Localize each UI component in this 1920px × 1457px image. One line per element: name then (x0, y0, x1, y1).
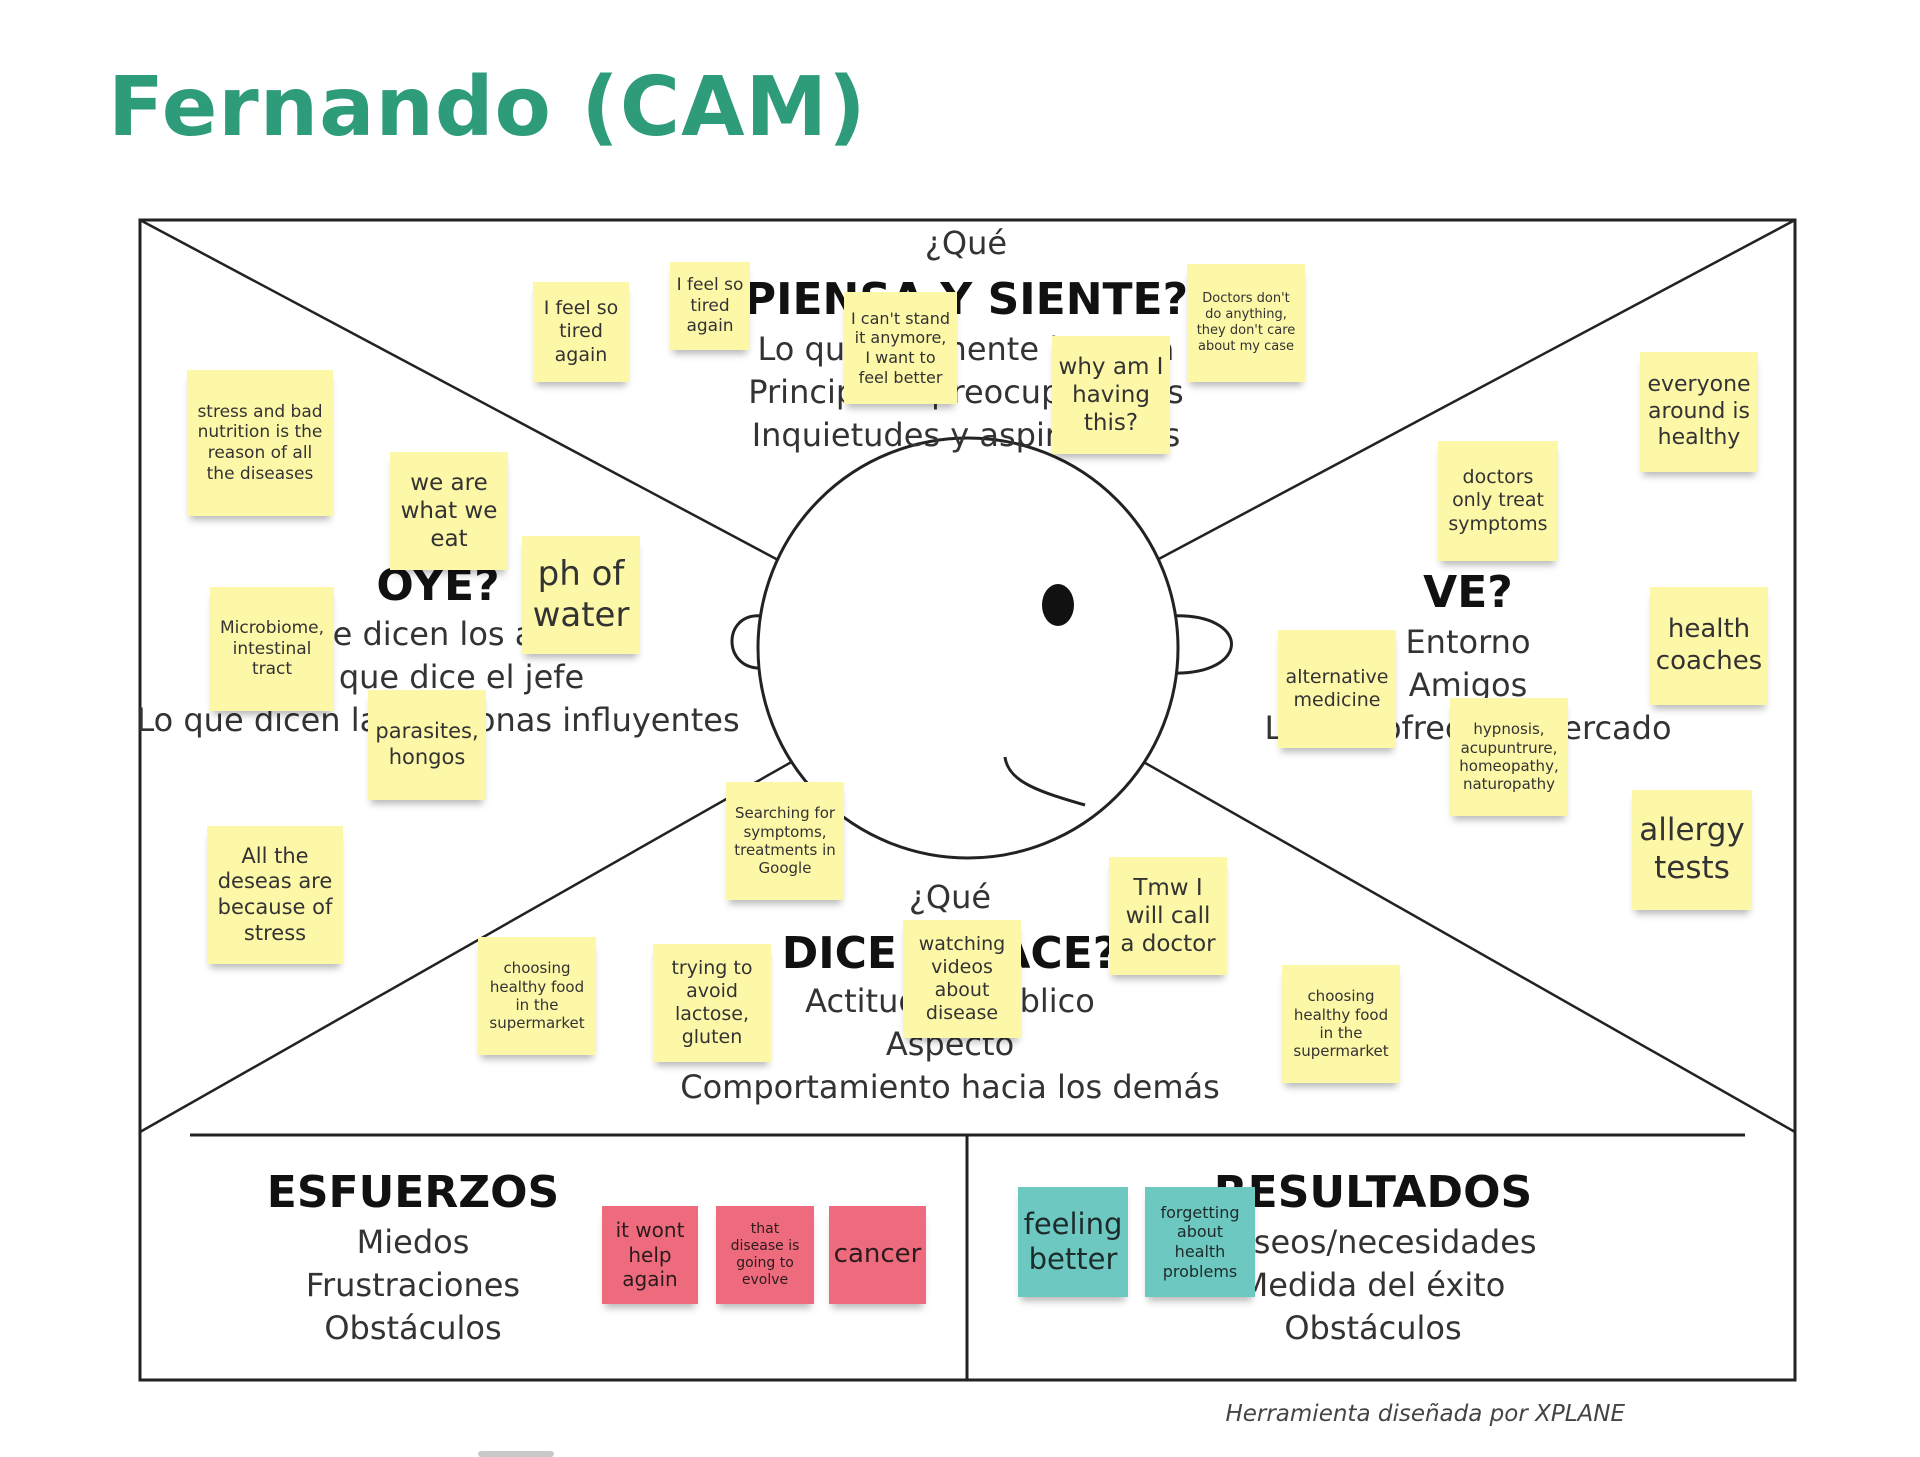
see-item: Amigos (1409, 666, 1528, 704)
sticky-note-text: feeling better (1023, 1206, 1123, 1276)
sticky-note-text: I feel so tired again (676, 274, 744, 337)
sticky-note-disease-evolve[interactable]: that disease is going to evolve (716, 1206, 814, 1304)
sticky-note-text: ph of water (532, 553, 630, 635)
sticky-note-text: allergy tests (1639, 812, 1745, 886)
sticky-note-call-doctor[interactable]: Tmw I will call a doctor (1109, 857, 1227, 975)
see-heading: VE? (1423, 567, 1513, 618)
sticky-note-choosing-food[interactable]: choosing healthy food in the supermarket (478, 937, 596, 1055)
sticky-note-doctors-dont[interactable]: Doctors don't do anything, they don't ca… (1187, 264, 1305, 382)
pains-item: Frustraciones (306, 1266, 520, 1304)
sticky-note-why-am-i[interactable]: why am I having this? (1052, 336, 1170, 454)
sticky-note-everyone-healthy[interactable]: everyone around is healthy (1640, 352, 1758, 472)
sticky-note-watching-videos[interactable]: watching videos about disease (903, 920, 1021, 1038)
sticky-note-text: why am I having this? (1058, 353, 1164, 437)
sticky-note-alt-medicine[interactable]: alternative medicine (1278, 630, 1396, 748)
sticky-note-text: stress and bad nutrition is the reason o… (197, 401, 323, 484)
sticky-note-forgetting[interactable]: forgetting about health problems (1145, 1187, 1255, 1297)
sticky-note-hypnosis[interactable]: hypnosis, acupuntrure, homeopathy, natur… (1450, 698, 1568, 816)
sticky-note-text: trying to avoid lactose, gluten (671, 956, 753, 1049)
say-question: ¿Qué (909, 878, 991, 916)
sticky-note-text: we are what we eat (400, 469, 498, 553)
sticky-note-doctors-symptoms[interactable]: doctors only treat symptoms (1438, 441, 1558, 561)
sticky-note-microbiome[interactable]: Microbiome, intestinal tract (210, 587, 334, 711)
sticky-note-stress-nutrition[interactable]: stress and bad nutrition is the reason o… (187, 370, 333, 516)
sticky-note-text: choosing healthy food in the supermarket (489, 959, 585, 1033)
sticky-note-text: forgetting about health problems (1160, 1202, 1240, 1281)
think-heading: PIENSA Y SIENTE? (744, 274, 1188, 325)
sticky-note-wont-help[interactable]: it wont help again (602, 1206, 698, 1304)
sticky-note-avoid-lactose[interactable]: trying to avoid lactose, gluten (653, 944, 771, 1062)
gains-item: Deseos/necesidades (1209, 1223, 1536, 1261)
persona-head (730, 436, 1233, 860)
sticky-note-cancer[interactable]: cancer (829, 1206, 926, 1304)
sticky-note-text: cancer (833, 1239, 922, 1270)
sticky-note-ph-water[interactable]: ph of water (522, 536, 640, 654)
pains-item: Miedos (357, 1223, 470, 1261)
gains-section: RESULTADOS Deseos/necesidades Medida del… (1209, 1167, 1536, 1347)
sticky-note-text: Doctors don't do anything, they don't ca… (1196, 291, 1296, 354)
gains-item: Medida del éxito (1241, 1266, 1506, 1304)
sticky-note-text: alternative medicine (1285, 665, 1389, 711)
sticky-note-text: All the deseas are because of stress (217, 843, 333, 945)
sticky-note-text: that disease is going to evolve (730, 1220, 800, 1289)
sticky-note-feel-tired[interactable]: I feel so tired again (533, 282, 629, 382)
sticky-note-text: watching videos about disease (918, 932, 1006, 1025)
horizontal-scrollbar[interactable] (478, 1451, 554, 1457)
sticky-note-all-deseas[interactable]: All the deseas are because of stress (207, 826, 343, 964)
sticky-note-feel-tired[interactable]: I feel so tired again (670, 262, 750, 350)
sticky-note-allergy-tests[interactable]: allergy tests (1632, 790, 1752, 910)
think-question: ¿Qué (925, 224, 1007, 262)
pains-heading: ESFUERZOS (267, 1167, 559, 1218)
sticky-note-text: parasites, hongos (375, 719, 479, 769)
sticky-note-text: Tmw I will call a doctor (1120, 874, 1216, 958)
sticky-note-text: Searching for symptoms, treatments in Go… (734, 804, 836, 878)
pains-section: ESFUERZOS Miedos Frustraciones Obstáculo… (267, 1167, 559, 1347)
sticky-note-parasites[interactable]: parasites, hongos (368, 690, 486, 800)
say-item: Comportamiento hacia los demás (680, 1068, 1220, 1106)
sticky-note-cant-stand[interactable]: I can't stand it anymore, I want to feel… (844, 292, 957, 404)
sticky-note-text: Microbiome, intestinal tract (219, 617, 325, 680)
board-frame (138, 218, 1797, 1382)
sticky-note-searching[interactable]: Searching for symptoms, treatments in Go… (726, 782, 844, 900)
page-title: Fernando (CAM) (108, 60, 867, 155)
sticky-note-we-are[interactable]: we are what we eat (390, 452, 508, 570)
pains-item: Obstáculos (324, 1309, 501, 1347)
sticky-note-text: hypnosis, acupuntrure, homeopathy, natur… (1459, 720, 1559, 794)
sticky-note-choosing-food[interactable]: choosing healthy food in the supermarket (1282, 965, 1400, 1083)
sticky-note-text: choosing healthy food in the supermarket (1293, 987, 1389, 1061)
credit-text: Herramienta diseñada por XPLANE (1225, 1401, 1625, 1427)
sticky-note-text: health coaches (1655, 614, 1763, 676)
sticky-note-text: it wont help again (615, 1218, 685, 1292)
gains-item: Obstáculos (1284, 1309, 1461, 1347)
sticky-note-text: doctors only treat symptoms (1448, 466, 1548, 535)
sticky-note-text: I can't stand it anymore, I want to feel… (850, 308, 950, 387)
sticky-note-feeling-better[interactable]: feeling better (1018, 1187, 1128, 1297)
hear-item: Lo que dice el jefe (292, 658, 584, 696)
sticky-note-health-coaches[interactable]: health coaches (1650, 587, 1768, 705)
see-item: Entorno (1405, 623, 1530, 661)
sticky-note-text: I feel so tired again (543, 297, 619, 366)
sticky-note-text: everyone around is healthy (1647, 371, 1751, 451)
gains-heading: RESULTADOS (1214, 1167, 1532, 1218)
